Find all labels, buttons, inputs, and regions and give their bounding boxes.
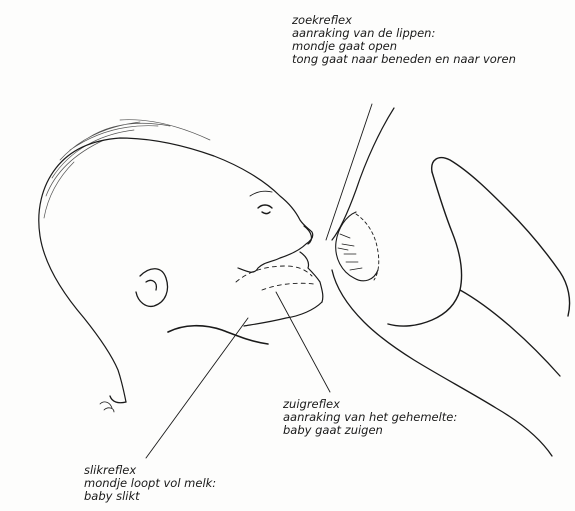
zoekreflex-pointer bbox=[326, 104, 372, 240]
baby-hand-sketch bbox=[100, 402, 114, 412]
slikreflex-annotation: slikreflex mondje loopt vol melk: baby s… bbox=[84, 464, 216, 503]
hand-palm bbox=[388, 172, 462, 326]
breast-outline bbox=[332, 108, 394, 240]
zuigreflex-annotation: zuigreflex aanraking van het gehemelte: … bbox=[283, 398, 457, 437]
baby-head bbox=[39, 120, 323, 412]
zuigreflex-line-2: baby gaat zuigen bbox=[283, 424, 457, 437]
slikreflex-pointer bbox=[146, 318, 248, 458]
baby-eyebrow bbox=[250, 191, 272, 196]
baby-neck bbox=[110, 396, 126, 403]
slikreflex-line-2: baby slikt bbox=[84, 490, 216, 503]
baby-tongue-dash bbox=[262, 283, 314, 290]
baby-head-outline bbox=[39, 138, 313, 402]
areola-dash bbox=[356, 214, 379, 280]
areola-texture bbox=[338, 234, 362, 270]
baby-shoulder bbox=[168, 326, 268, 344]
baby-eye bbox=[258, 205, 272, 214]
baby-cheek-dash bbox=[236, 266, 312, 282]
hand-finger-edge bbox=[460, 290, 560, 376]
thumb-outline bbox=[432, 158, 570, 316]
mother-hand bbox=[388, 158, 570, 376]
baby-hair-strokes bbox=[44, 120, 210, 218]
baby-nose bbox=[304, 226, 311, 244]
zoekreflex-annotation: zoekreflex aanraking van de lippen: mond… bbox=[292, 14, 516, 66]
baby-ear bbox=[136, 269, 168, 307]
zuigreflex-pointer bbox=[276, 292, 330, 392]
baby-lips bbox=[300, 252, 323, 302]
zoekreflex-line-3: tong gaat naar beneden en naar voren bbox=[292, 53, 516, 66]
